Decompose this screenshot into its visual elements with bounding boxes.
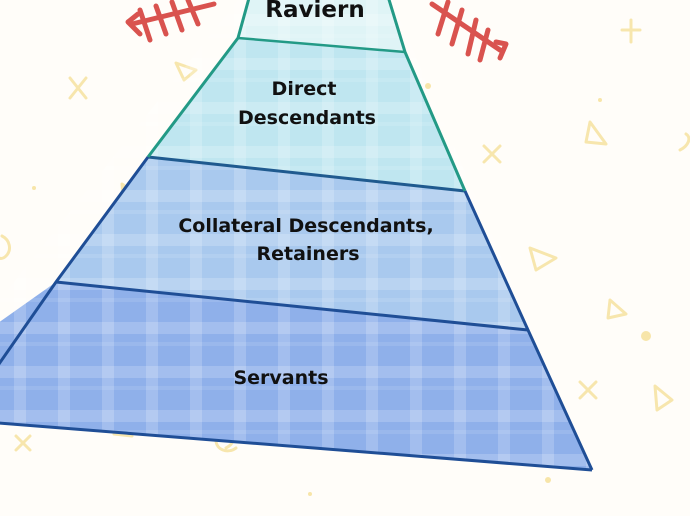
tier-bottom-label: Servants [233, 367, 328, 389]
tier-top-label: Raviern [265, 0, 364, 23]
tier-labels: Raviern Direct Descendants Collateral De… [178, 0, 433, 389]
pyramid [0, 0, 594, 472]
tier-third-label-line2: Retainers [256, 243, 359, 265]
triangle-doodle-icon [606, 298, 628, 320]
tier-divider [55, 280, 529, 332]
pyramid-outline [387, 0, 467, 192]
swirl-doodle-icon [678, 132, 690, 152]
background-doodles [0, 18, 690, 496]
cross-doodle-icon [578, 380, 598, 400]
cross-doodle-icon [620, 18, 642, 44]
tier-divider [237, 36, 406, 54]
tier-third-label-line1: Collateral Descendants, [178, 215, 433, 237]
pyramid-outline [0, 156, 150, 366]
cross-doodle-icon [68, 76, 88, 100]
dot-doodle [641, 331, 651, 341]
swirl-doodle-icon [0, 234, 11, 260]
cross-doodle-icon [14, 434, 32, 452]
cross-doodle-icon [482, 144, 502, 164]
triangle-doodle-icon [653, 384, 674, 412]
dot-doodle [32, 186, 36, 190]
triangle-doodle-icon [528, 246, 558, 272]
tier-divider [147, 155, 466, 193]
pyramid-outline [146, 0, 251, 158]
dot-doodle [308, 492, 312, 496]
triangle-doodle-icon [584, 120, 608, 146]
tier-second-label-line1: Direct [272, 78, 337, 100]
dot-doodle [545, 477, 551, 483]
dot-doodle [598, 98, 602, 102]
fish-skeleton-icon-left [125, 0, 217, 43]
fish-skeleton-icon-right [429, 0, 509, 63]
pyramid-base [0, 421, 593, 472]
tier-second-label-line2: Descendants [238, 107, 376, 129]
pyramid-outline [463, 190, 594, 471]
